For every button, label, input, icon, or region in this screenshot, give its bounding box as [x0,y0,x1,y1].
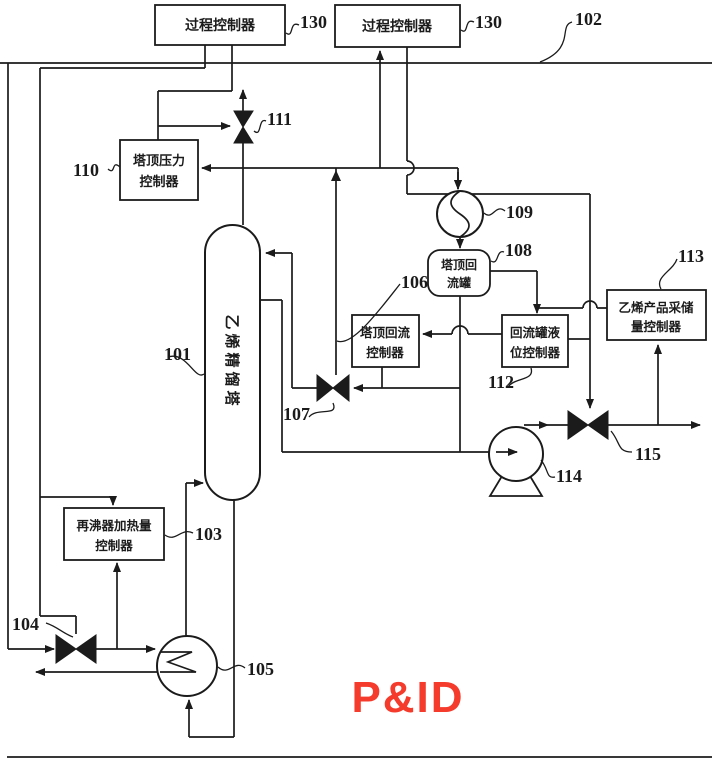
reboiler-controller-label-2: 控制器 [95,538,133,553]
reflux-controller-label-1: 塔顶回流 [360,325,411,340]
valve-107 [316,373,350,403]
ref-108: 108 [505,240,532,260]
reflux-drum: 塔顶回 流罐 [427,249,491,297]
process-controller-1-label: 过程控制器 [185,17,256,34]
pressure-controller-label-1: 塔顶压力 [133,153,185,169]
reboiler-controller-label-1: 再沸器加热量 [76,518,152,533]
ref-115: 115 [635,444,661,464]
ref-105: 105 [247,659,274,679]
process-controller-2-label: 过程控制器 [362,18,433,35]
cascade-112-106 [451,325,502,335]
pipe-lines [0,45,712,758]
reflux-controller-label-2: 控制器 [366,345,404,360]
up-arrowhead [331,170,341,181]
distillation-column [204,224,261,501]
column-bottoms-line [189,500,235,738]
ref-102: 102 [575,9,602,29]
product-controller-box: 乙烯产品采储 量控制器 [606,289,707,341]
process-controller-1: 过程控制器 [154,4,286,46]
column-label: 乙烯精馏塔 [223,314,241,409]
reflux-controller-box: 塔顶回流 控制器 [351,314,420,368]
pump [488,426,544,497]
ref-113: 113 [678,246,704,266]
drum-level-controller-label-2: 位控制器 [510,345,561,360]
process-controller-2: 过程控制器 [334,4,461,48]
ref-107: 107 [283,404,310,424]
ref-106: 106 [401,272,428,292]
drum-level-controller-label-1: 回流罐液 [510,325,561,340]
ref-109: 109 [506,202,533,222]
ref-110: 110 [73,160,99,180]
condenser [436,190,484,238]
drum-label-2: 流罐 [447,275,471,290]
controller1-signal-line [39,45,206,634]
drum-label-1: 塔顶回 [441,257,477,272]
ref-112: 112 [488,372,514,392]
reflux-riser [291,253,317,389]
ref-104: 104 [12,614,39,634]
ref-114: 114 [556,466,582,486]
valve-104 [55,634,97,664]
reference-numbers: 130 130 102 111 110 109 108 106 113 112 … [12,9,704,679]
product-controller-label-2: 量控制器 [631,319,682,334]
reboiler [156,635,218,697]
product-controller-label-1: 乙烯产品采储 [618,300,694,315]
ref-101: 101 [164,344,191,364]
valve-115 [567,410,609,440]
reboiler-controller-box: 再沸器加热量 控制器 [63,507,165,561]
controller2-output-line [406,47,415,194]
leader-squiggles [45,20,678,671]
pid-watermark: P&ID [351,673,464,722]
pump-suction-line [260,299,500,453]
condenser-coil-icon [450,190,470,238]
valve-111 [233,110,254,144]
ref-130-left: 130 [300,12,327,32]
ref-111: 111 [267,109,292,129]
pressure-controller-box: 塔顶压力 控制器 [119,139,199,201]
pressure-controller-label-2: 控制器 [139,174,179,190]
reboiler-coil-icon [160,651,197,673]
ref-103: 103 [195,524,222,544]
ref-130-right: 130 [475,12,502,32]
drum-level-controller-box: 回流罐液 位控制器 [501,314,569,368]
level-to-product-ctrl [537,300,607,309]
controller1-to-pressure-ctrl [157,45,233,140]
